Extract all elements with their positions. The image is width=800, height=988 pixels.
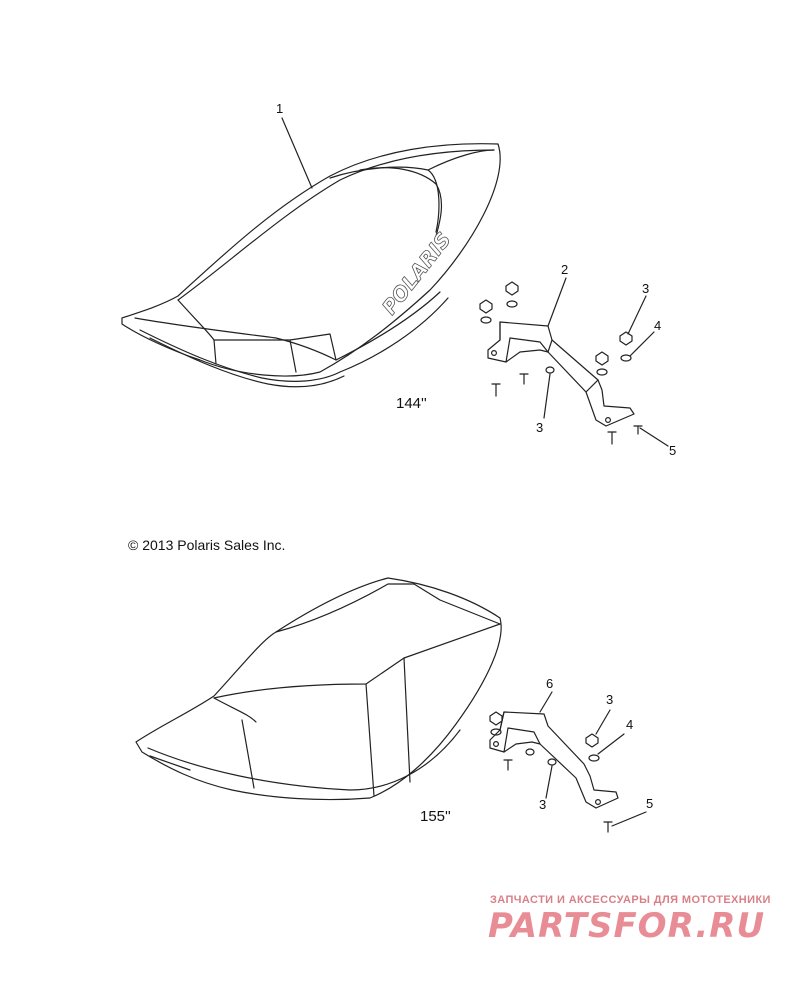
seat-155 [135, 577, 502, 801]
seat-144: POLARIS [121, 117, 501, 388]
callout-3-top-left: 3 [536, 420, 544, 435]
callout-4-bottom: 4 [626, 717, 634, 732]
callout-5-bottom: 5 [646, 796, 654, 811]
hardware-144 [479, 281, 643, 445]
callout-3-bottom-right: 3 [606, 692, 614, 707]
copyright-text: © 2013 Polaris Sales Inc. [128, 537, 286, 553]
size-label-155: 155'' [420, 808, 451, 825]
callout-2: 2 [561, 262, 569, 277]
watermark-tagline: ЗАПЧАСТИ И АКСЕССУАРЫ ДЛЯ МОТОТЕХНИКИ [490, 894, 771, 906]
bracket-155 [489, 691, 647, 833]
callout-6: 6 [546, 676, 554, 691]
callout-3-bottom-left: 3 [539, 797, 547, 812]
callout-3-top-right: 3 [642, 281, 650, 296]
size-label-144: 144'' [396, 395, 427, 412]
seat-brand-logo: POLARIS [377, 228, 456, 319]
watermark-logo: PARTSFOR.RU [488, 906, 766, 946]
callout-5-top: 5 [669, 443, 677, 458]
bracket-144 [479, 277, 669, 447]
callout-1: 1 [276, 101, 284, 116]
callout-4-top: 4 [654, 318, 662, 333]
